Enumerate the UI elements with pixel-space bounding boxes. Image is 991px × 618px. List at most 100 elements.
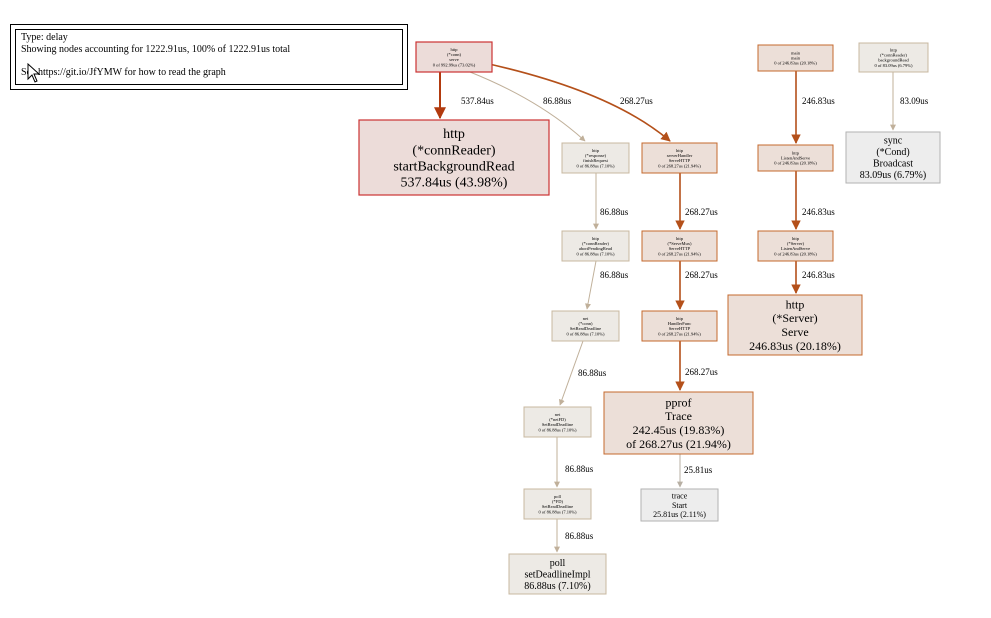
edge-label: 25.81us	[684, 465, 713, 475]
node-http_connreader_startbgread[interactable]: http(*connReader)startBackgroundRead537.…	[358, 119, 550, 196]
node-box	[757, 230, 834, 262]
node-label-line: SetReadDeadline	[542, 422, 573, 427]
node-label-line: http	[676, 236, 684, 241]
node-label-line: ListenAndServe	[781, 246, 810, 251]
node-label-line: (*conn)	[447, 52, 461, 57]
node-label-line: (*response)	[585, 153, 606, 158]
node-box	[551, 310, 620, 342]
edge-label: 246.83us	[802, 270, 835, 280]
node-box	[523, 406, 592, 438]
node-label-line: http	[890, 47, 898, 52]
node-label-line: (*ServeMux)	[668, 241, 692, 246]
node-label-line: 0 of 86.88us (7.10%)	[538, 509, 577, 514]
node-label-line: abortPendingRead	[579, 246, 613, 251]
node-label-line: (*connReader)	[412, 143, 496, 158]
node-label-line: http	[592, 148, 600, 153]
node-label-line: 0 of 86.88us (7.10%)	[576, 251, 615, 256]
node-label-line: SetReadDeadline	[570, 326, 601, 331]
node-label-line: http	[676, 316, 684, 321]
edge-label: 268.27us	[620, 96, 653, 106]
edge-http_conn_serve-to-http_response_finishrequest	[469, 71, 586, 142]
edge-label: 86.88us	[543, 96, 572, 106]
node-label-line: Broadcast	[873, 159, 913, 170]
node-box	[603, 391, 754, 455]
node-label-line: http	[792, 236, 800, 241]
edge-label: 246.83us	[802, 96, 835, 106]
node-label-line: http	[450, 47, 458, 52]
node-label-line: Trace	[665, 409, 692, 423]
node-label-line: pprof	[666, 395, 692, 409]
node-box	[415, 41, 493, 73]
node-label-line: poll	[554, 494, 562, 499]
node-label-line: serverHandler	[667, 153, 693, 158]
legend-inner: Type: delay Showing nodes accounting for…	[15, 29, 403, 85]
mouse-pointer-icon	[27, 63, 41, 83]
node-label-line: backgroundRead	[878, 58, 909, 63]
node-label-line: net	[583, 316, 589, 321]
node-label-line: 0 of 83.09us (6.79%)	[874, 63, 913, 68]
node-label-line: HandlerFunc	[668, 321, 692, 326]
node-label-line: 0 of 268.27us (21.94%)	[658, 251, 701, 256]
node-label-line: main	[791, 56, 801, 61]
node-label-line: (*netFD)	[549, 417, 566, 422]
node-box	[561, 142, 630, 174]
edge-http_connreader_abortpendingread-to-net_conn_setreaddeadline	[585, 260, 597, 310]
node-label-line: http	[786, 297, 805, 311]
node-label-line: (*FD)	[552, 499, 564, 504]
node-label-line: (*Server)	[772, 311, 817, 325]
legend-see: See https://git.io/JfYMW for how to read…	[21, 67, 226, 78]
node-label-line: http	[592, 236, 600, 241]
edge-label: 268.27us	[685, 270, 718, 280]
node-box	[641, 310, 718, 342]
legend-showing: Showing nodes accounting for 1222.91us, …	[21, 43, 291, 55]
node-label-line: poll	[550, 558, 566, 569]
node-label-line: 25.81us (2.11%)	[653, 510, 706, 519]
node-box	[640, 488, 719, 522]
node-label-line: 0 of 246.83us (20.18%)	[774, 161, 817, 166]
node-box	[508, 553, 607, 595]
edge-label: 83.09us	[900, 96, 929, 106]
node-label-line: serve	[449, 57, 459, 62]
node-box	[561, 230, 630, 262]
node-box	[727, 294, 863, 356]
node-box	[845, 131, 941, 184]
node-label-line: (*connReader)	[880, 52, 907, 57]
edge-label: 246.83us	[802, 207, 835, 217]
edge-label: 86.88us	[565, 531, 594, 541]
edge-label: 268.27us	[685, 207, 718, 217]
node-label-line: http	[676, 148, 684, 153]
node-label-line: Start	[672, 501, 688, 510]
node-label-line: ServeHTTP	[669, 326, 691, 331]
legend-box: Type: delay Showing nodes accounting for…	[10, 24, 408, 90]
node-label-line: 0 of 268.27us (21.94%)	[658, 163, 701, 168]
node-label-line: ServeHTTP	[669, 158, 691, 163]
node-label-line: of 268.27us (21.94%)	[626, 437, 731, 451]
node-label-line: http	[792, 150, 800, 155]
node-label-line: 83.09us (6.79%)	[860, 170, 926, 181]
node-label-line: (*conn)	[579, 321, 593, 326]
node-label-line: Serve	[781, 325, 808, 339]
edge-label: 86.88us	[578, 368, 607, 378]
node-label-line: (*Server)	[787, 241, 804, 246]
